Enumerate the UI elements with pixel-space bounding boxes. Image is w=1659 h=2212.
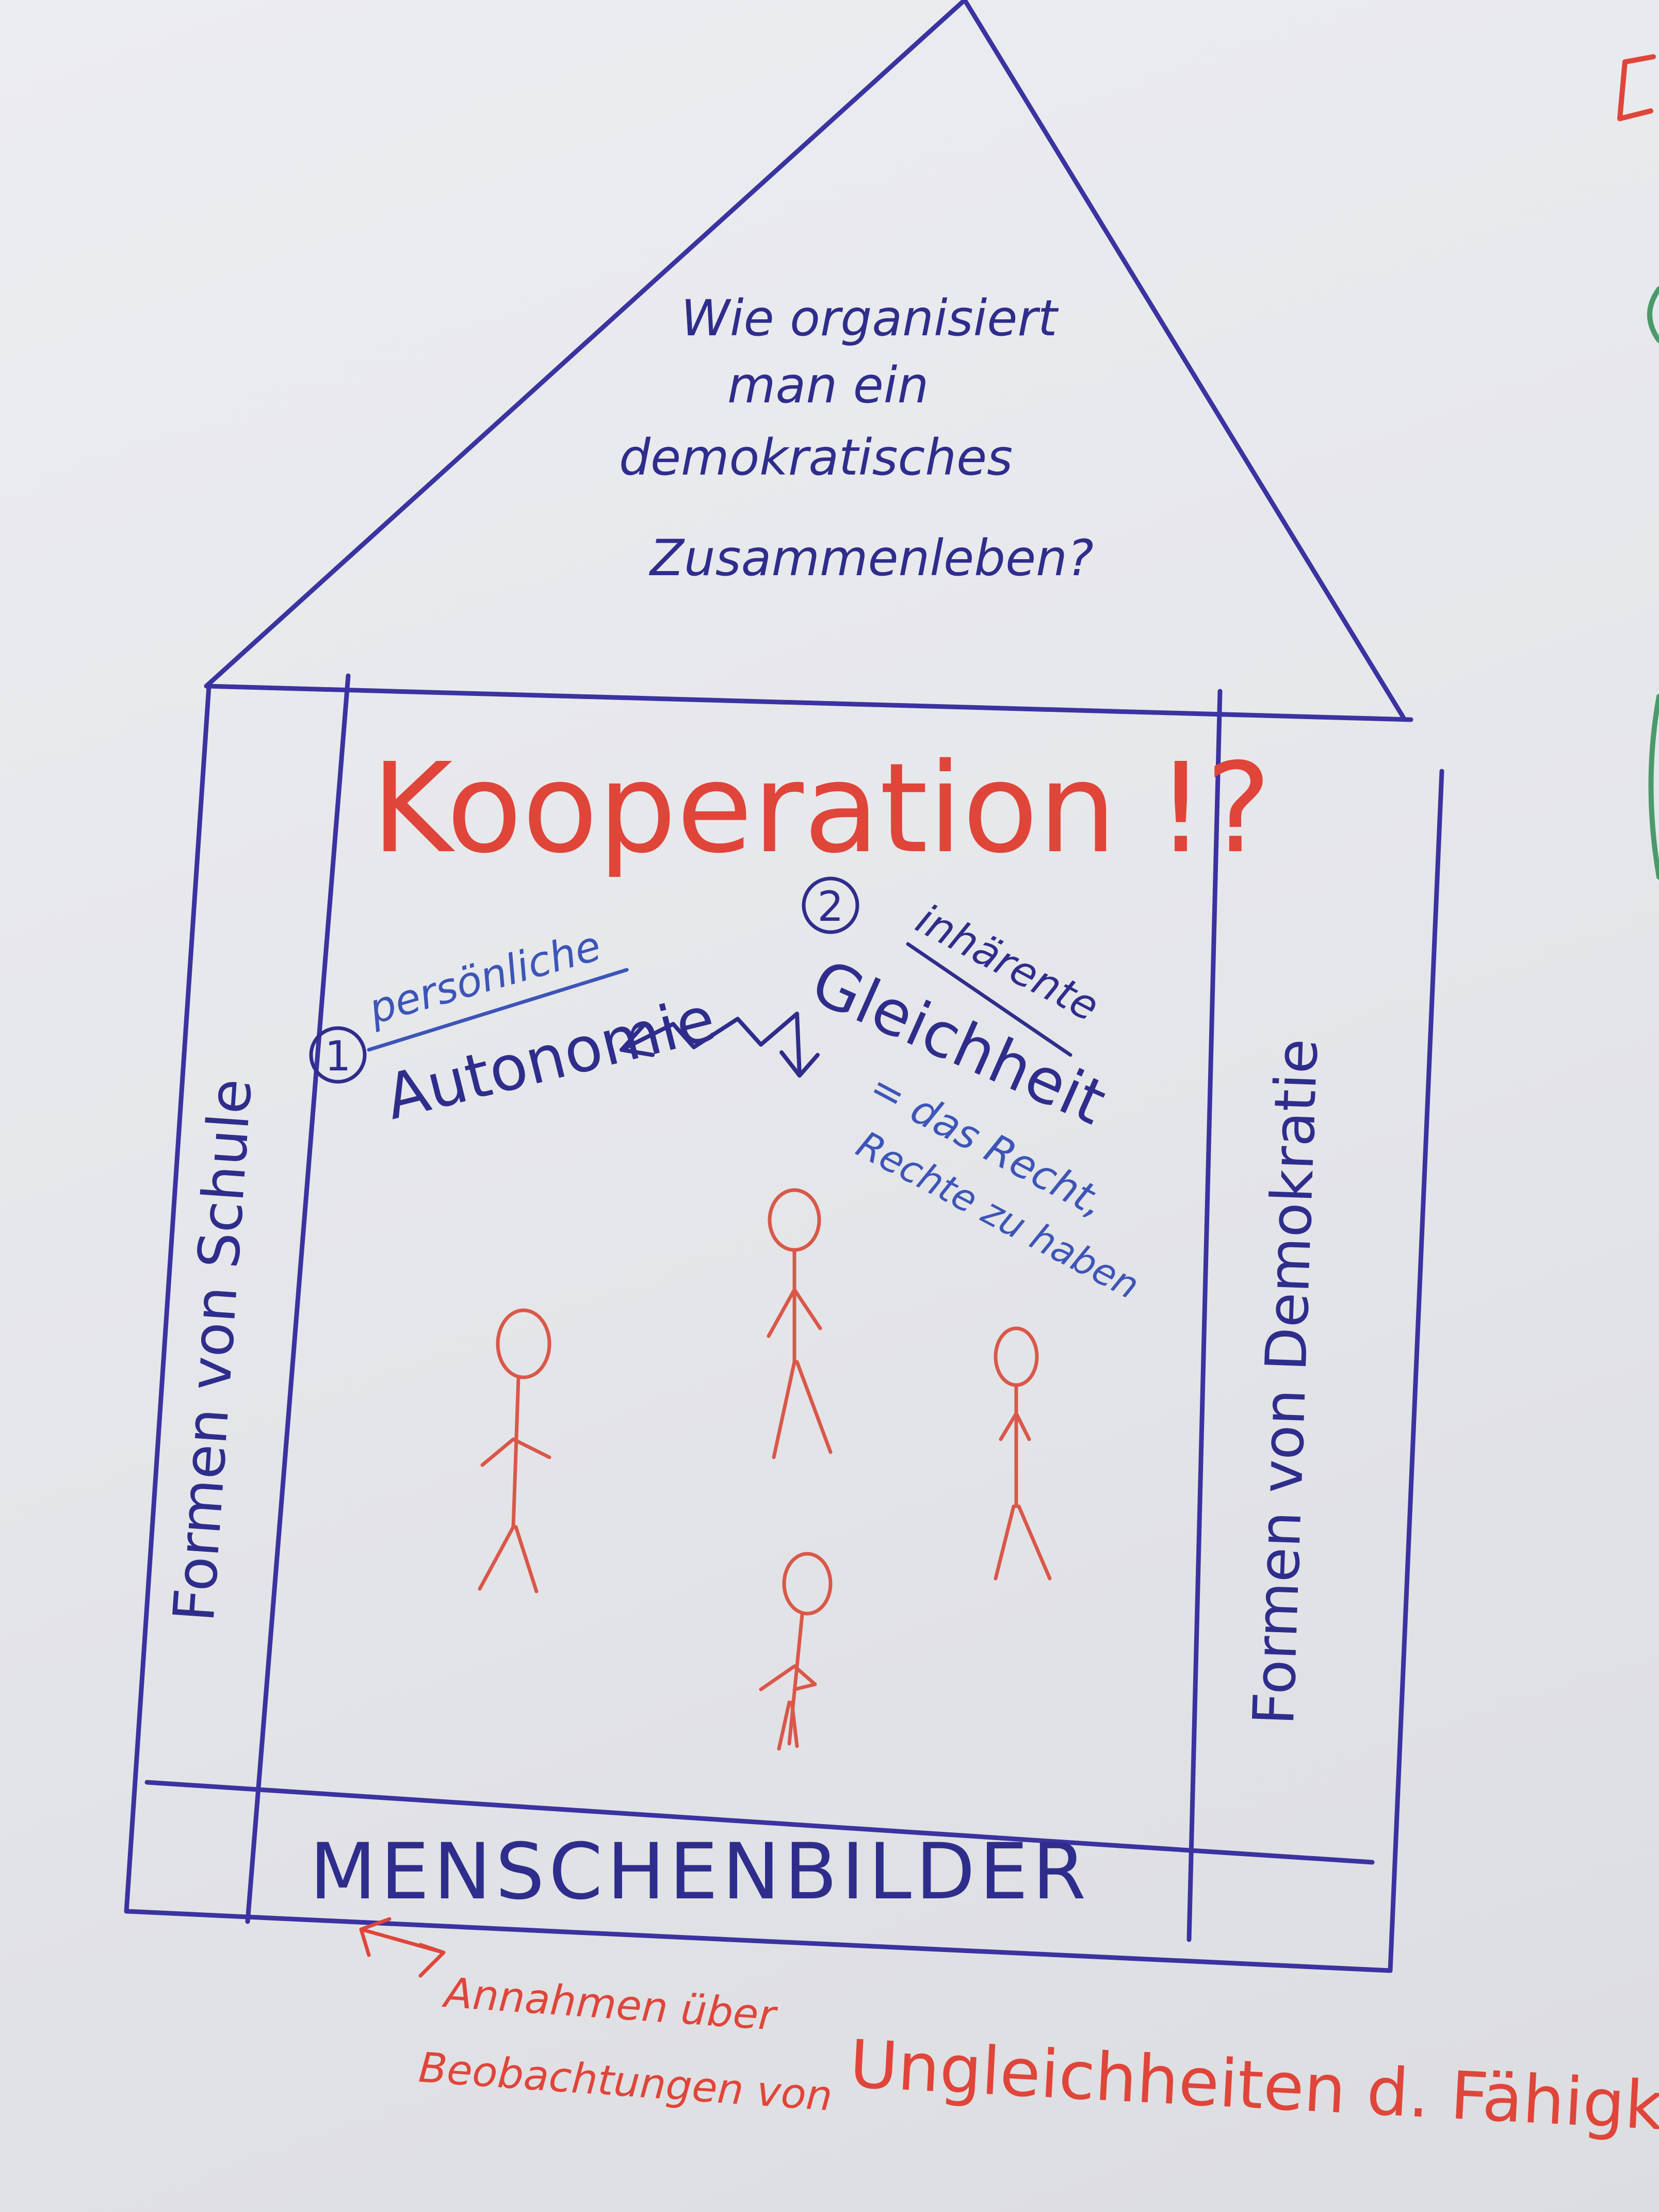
footnote-line-1: Annahmen über xyxy=(441,1969,780,2040)
house-outline xyxy=(124,0,1444,1973)
roof-question: Wie organisiert man ein demokratisches Z… xyxy=(619,289,1094,587)
roof-line-4: Zusammenleben? xyxy=(648,529,1094,587)
point-1-number: 1 xyxy=(325,1032,351,1080)
right-pillar-label: Formen von Demokratie xyxy=(1241,1037,1330,1726)
inner-left-wall xyxy=(245,673,351,1924)
point-1: 1 persönliche Autonomie xyxy=(309,921,722,1134)
stick-figure-2 xyxy=(767,1188,833,1459)
inner-right-wall xyxy=(1186,689,1223,1942)
outer-right-wall xyxy=(1388,769,1444,1973)
point-2-number: 2 xyxy=(818,883,844,931)
roof-right-line xyxy=(962,0,1406,720)
stick-figure-3 xyxy=(994,1326,1052,1581)
point-2-underline xyxy=(906,942,1072,1057)
neighbor-sheet-marks xyxy=(1617,54,1659,880)
title-kooperation: Kooperation !? xyxy=(371,736,1271,881)
roof-line-1: Wie organisiert xyxy=(681,289,1059,347)
footnote-double-arrow xyxy=(359,1917,446,1978)
stick-figure-1 xyxy=(478,1308,551,1593)
point-2-circle xyxy=(802,876,859,934)
stick-figures xyxy=(478,1188,1052,1751)
outer-left-wall xyxy=(124,684,212,1914)
roof-line-2: man ein xyxy=(727,356,929,414)
point-2: 2 inhärente Gleichheit = das Recht, Rech… xyxy=(801,876,1146,1308)
roof-line-3: demokratisches xyxy=(619,429,1013,486)
footnote-emphasis: Ungleichheiten d. Fähigkeiten xyxy=(848,2026,1659,2154)
foundation-label: MENSCHENBILDER xyxy=(310,1827,1090,1917)
tension-arrow xyxy=(620,1012,820,1078)
outer-bottom-line xyxy=(124,1909,1393,1973)
plinth-line xyxy=(144,1780,1375,1865)
eave-line xyxy=(204,684,1413,722)
footnote-line-2: Beobachtungen von xyxy=(417,2043,834,2120)
point-1-circle xyxy=(309,1026,367,1084)
roof-left-line xyxy=(204,0,967,689)
stick-figure-4 xyxy=(759,1552,833,1751)
point-1-underline xyxy=(367,968,629,1052)
